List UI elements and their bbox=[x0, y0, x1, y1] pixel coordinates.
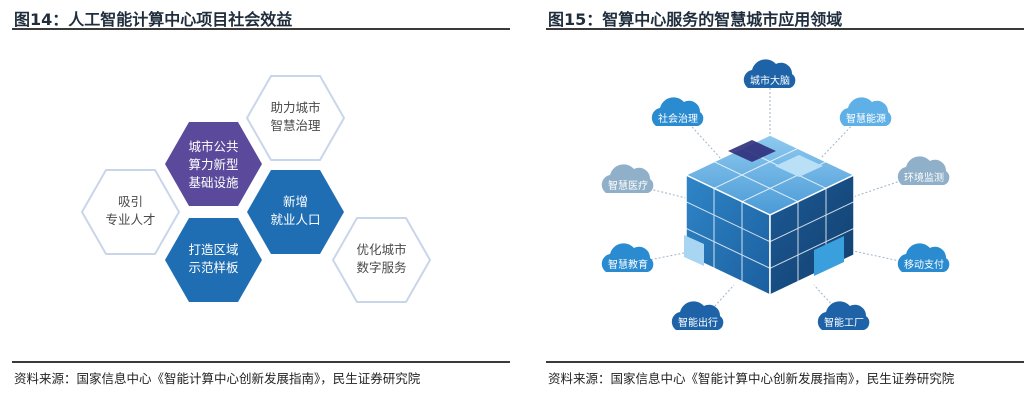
hex-label-line1: 优化城市 bbox=[356, 242, 406, 257]
hexagon-new-employment: 新增 就业人口 bbox=[247, 170, 344, 254]
hexagon-digital-services: 优化城市 数字服务 bbox=[331, 217, 432, 303]
cloud-mobile-payment: 移动支付 bbox=[897, 243, 950, 272]
cloud-city-brain: 城市大脑 bbox=[743, 59, 796, 88]
cloud-environment-monitoring: 环境监测 bbox=[897, 156, 950, 185]
hex-label-line1: 城市公共 bbox=[188, 139, 238, 154]
smart-city-diagram: 城市大脑 社会治理 智慧能源 智慧医疗 环境监测 智慧教育 移动支付 智能出行 bbox=[601, 59, 950, 330]
figure-15-source-rule bbox=[546, 361, 1024, 363]
hexagon-smart-governance: 助力城市 智慧治理 bbox=[245, 75, 346, 161]
figure-15-title: 图15：智算中心服务的智慧城市应用领域 bbox=[548, 10, 843, 29]
hex-label-line2: 算力新型 bbox=[188, 157, 238, 172]
figure-14-panel: 图14：人工智能计算中心项目社会效益 助力城市 智慧治理 城市公共 算力新型 基… bbox=[12, 10, 510, 386]
hex-label-line2: 专业人才 bbox=[105, 212, 155, 227]
cloud-label: 城市大脑 bbox=[750, 74, 790, 87]
figure-14-title-rule bbox=[12, 28, 510, 30]
figure-14-title: 图14：人工智能计算中心项目社会效益 bbox=[14, 10, 293, 29]
cloud-label: 环境监测 bbox=[904, 171, 944, 184]
cloud-label: 智能出行 bbox=[678, 316, 718, 329]
cloud-label: 移动支付 bbox=[904, 258, 944, 271]
hex-label-line2: 智慧治理 bbox=[270, 118, 321, 133]
cloud-label: 社会治理 bbox=[658, 112, 698, 125]
hexagon-regional-demonstration: 打造区域 示范样板 bbox=[165, 218, 262, 302]
figure-15-panel: 图15：智算中心服务的智慧城市应用领域 bbox=[514, 0, 1028, 400]
cloud-smart-factory: 智能工厂 bbox=[817, 301, 870, 330]
cloud-label: 智能工厂 bbox=[824, 316, 864, 329]
cloud-smart-education: 智慧教育 bbox=[601, 243, 654, 272]
cloud-smart-mobility: 智能出行 bbox=[671, 301, 724, 330]
hex-label-line3: 基础设施 bbox=[188, 175, 239, 190]
cloud-label: 智慧医疗 bbox=[608, 179, 648, 192]
cloud-label: 智慧能源 bbox=[846, 112, 886, 125]
hexagon-attract-talent: 吸引 专业人才 bbox=[80, 169, 181, 255]
hexagon-diagram: 助力城市 智慧治理 城市公共 算力新型 基础设施 吸引 专业人才 新增 就业人口… bbox=[80, 75, 432, 303]
cloud-smart-energy: 智慧能源 bbox=[839, 97, 892, 126]
figure-14-source-rule bbox=[12, 361, 510, 363]
hexagon-public-computing-infrastructure: 城市公共 算力新型 基础设施 bbox=[165, 122, 262, 206]
hex-label-line1: 打造区域 bbox=[188, 242, 238, 257]
figure-15-source: 资料来源：国家信息中心《智能计算中心创新发展指南》，民生证券研究院 bbox=[548, 371, 955, 386]
cloud-smart-healthcare: 智慧医疗 bbox=[601, 164, 654, 193]
cloud-social-governance: 社会治理 bbox=[651, 97, 704, 126]
hex-label-line1: 助力城市 bbox=[270, 100, 320, 115]
cloud-label: 智慧教育 bbox=[608, 258, 648, 271]
data-cube-cluster bbox=[684, 134, 856, 297]
figure-14-source: 资料来源：国家信息中心《智能计算中心创新发展指南》，民生证券研究院 bbox=[14, 371, 421, 386]
figure-15-title-rule bbox=[546, 28, 1024, 30]
hex-label-line1: 吸引 bbox=[118, 194, 143, 209]
hex-label-line1: 新增 bbox=[283, 194, 308, 209]
hex-label-line2: 示范样板 bbox=[188, 260, 239, 275]
hex-label-line2: 数字服务 bbox=[356, 260, 406, 275]
hex-label-line2: 就业人口 bbox=[270, 212, 320, 227]
